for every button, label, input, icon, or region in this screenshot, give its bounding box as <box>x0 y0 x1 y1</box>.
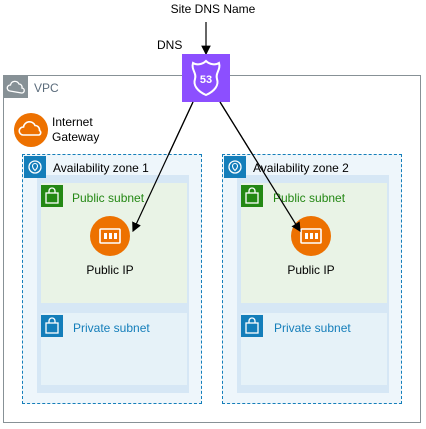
az1-label: Availability zone 1 <box>53 161 149 175</box>
public-subnet-2-label: Public subnet <box>273 191 346 205</box>
private-subnet-2-lock-icon <box>241 315 263 337</box>
private-subnet-2-label: Private subnet <box>274 321 351 335</box>
az2-location-icon <box>224 156 246 178</box>
public-subnet-1-lock-icon <box>41 185 63 207</box>
vpc-cloud-icon <box>4 76 28 98</box>
private-subnet-1 <box>41 313 187 385</box>
public-ip-1-icon <box>90 216 130 256</box>
internet-gateway-label-line2: Gateway <box>52 130 100 144</box>
public-subnet-1-label: Public subnet <box>72 191 145 205</box>
vpc-label: VPC <box>34 81 59 95</box>
public-ip-2-icon <box>291 216 331 256</box>
private-subnet-1-label: Private subnet <box>73 321 150 335</box>
route53-icon: 53 <box>182 54 230 102</box>
public-ip-2-label: Public IP <box>287 263 335 277</box>
svg-text:53: 53 <box>200 74 212 86</box>
public-subnet-2-lock-icon <box>241 185 263 207</box>
public-ip-1-label: Public IP <box>86 263 134 277</box>
private-subnet-1-lock-icon <box>41 315 63 337</box>
dns-label: DNS <box>157 38 183 52</box>
az2-label: Availability zone 2 <box>253 161 349 175</box>
diagram-title: Site DNS Name <box>170 2 256 16</box>
az1-location-icon <box>24 156 46 178</box>
internet-gateway-label-line1: Internet <box>52 115 93 129</box>
private-subnet-2 <box>241 313 387 385</box>
internet-gateway-icon <box>14 113 48 147</box>
